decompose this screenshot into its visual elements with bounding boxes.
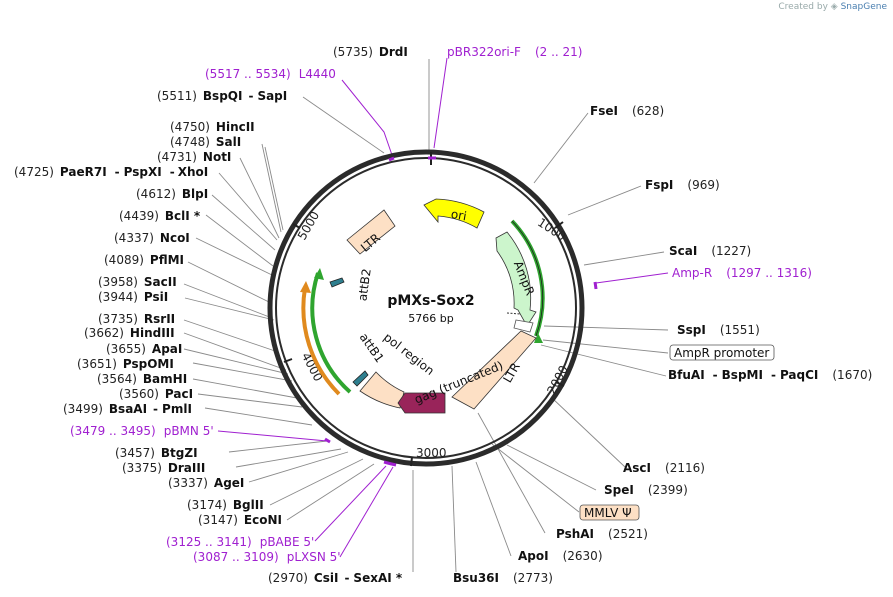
- site-fspi[interactable]: FspI(969): [645, 178, 720, 192]
- site-hincii[interactable]: (4750)HincII: [170, 120, 255, 134]
- primer-mark-pbabe-plxsn: [383, 460, 397, 467]
- attb2-feature: [329, 277, 345, 288]
- site-hindiii[interactable]: (3662)HindIII: [84, 326, 175, 340]
- mmlv-psi-box[interactable]: [579, 504, 640, 521]
- ampr-promoter-label: AmpR promoter: [674, 346, 769, 360]
- site-draiii[interactable]: (3375)DraIII: [122, 461, 205, 475]
- site-paci[interactable]: (3560)PacI: [119, 387, 193, 401]
- primer-leaders: [217, 57, 669, 558]
- attb2-label: attB2: [355, 268, 373, 302]
- mmlv-psi-label: MMLV Ψ: [584, 506, 632, 520]
- site-pspomi[interactable]: (3651)PspOMI: [77, 357, 174, 371]
- ampr-promoter-mark: [513, 319, 534, 333]
- primer-amp-r[interactable]: Amp-R(1297 .. 1316): [672, 266, 812, 280]
- site-noti[interactable]: (4731)NotI: [157, 150, 231, 164]
- ori-feature: [423, 198, 485, 229]
- credit-prefix: Created by: [778, 2, 828, 12]
- orange-arc-arrowhead-icon: [300, 281, 311, 293]
- plasmid-length: 5766 bp: [408, 312, 453, 325]
- site-sacii[interactable]: (3958)SacII: [98, 275, 177, 289]
- site-psii[interactable]: (3944)PsiI: [98, 290, 168, 304]
- tick-5000: [292, 223, 301, 229]
- backbone-inner-strand: [275, 157, 577, 459]
- ltr-left-feature: [346, 209, 396, 255]
- tick-4000: [283, 358, 293, 363]
- site-bspqi-sapi[interactable]: (5511)BspQI-SapI: [157, 89, 287, 103]
- ori-label: ori: [450, 207, 468, 223]
- site-bamhi[interactable]: (3564)BamHI: [97, 372, 187, 386]
- site-ncoi[interactable]: (4337)NcoI: [114, 231, 190, 245]
- att-strand-arc: [310, 272, 352, 394]
- ampr-feature: [495, 231, 537, 327]
- site-paer7i-pspxi-xhoi[interactable]: (4725)PaeR7I-PspXI-XhoI: [14, 165, 208, 179]
- site-fsei[interactable]: FseI(628): [590, 104, 664, 118]
- attb1-feature: [352, 370, 369, 387]
- primer-l4440[interactable]: (5517 .. 5534)L4440: [205, 67, 336, 81]
- site-csii-sexai[interactable]: (2970)CsiI-SexAI *: [268, 571, 403, 585]
- gag-truncated-feature: [397, 392, 446, 414]
- primer-pbr322ori-f[interactable]: pBR322ori-F(2 .. 21): [447, 45, 582, 59]
- site-rsrii[interactable]: (3735)RsrII: [98, 312, 175, 326]
- pol-region-label: pol region: [381, 330, 437, 378]
- pol-region-feature: [359, 371, 405, 409]
- site-pflmi[interactable]: (4089)PflMI: [104, 253, 184, 267]
- site-apai[interactable]: (3655)ApaI: [106, 342, 182, 356]
- tick-3000: [410, 456, 413, 467]
- site-asci[interactable]: AscI(2116): [623, 461, 705, 475]
- primer-pbabe-5[interactable]: (3125 .. 3141)pBABE 5': [166, 535, 314, 549]
- site-bsu36i[interactable]: Bsu36I(2773): [453, 571, 553, 585]
- primer-plxsn-5[interactable]: (3087 .. 3109)pLXSN 5': [193, 550, 341, 564]
- primer-mark-l4440: [388, 156, 395, 162]
- backbone-outer-strand: [267, 149, 585, 467]
- tick-2000: [555, 381, 565, 387]
- site-sspi[interactable]: SspI(1551): [677, 323, 760, 337]
- tick-1000: [554, 221, 564, 229]
- ampr-promoter-box[interactable]: [669, 344, 775, 361]
- attb1-label: attB1: [357, 330, 387, 365]
- site-pshai[interactable]: PshAI(2521): [556, 527, 648, 541]
- site-econi[interactable]: (3147)EcoNI: [198, 513, 282, 527]
- site-spei[interactable]: SpeI(2399): [604, 483, 688, 497]
- orange-strand-arc: [301, 287, 341, 396]
- site-drdi[interactable]: (5735)DrdI: [333, 45, 408, 59]
- ampr-arc-outline: [511, 220, 544, 337]
- att-arc-arrowhead-icon: [314, 268, 324, 280]
- site-bfuai-bspmi-paqci[interactable]: BfuAI-BspMI-PaqCI(1670): [668, 368, 872, 382]
- site-bcli[interactable]: (4439)BclI *: [119, 209, 201, 223]
- ampr-dotted-edge: [506, 312, 521, 315]
- site-bglii[interactable]: (3174)BglII: [187, 498, 264, 512]
- site-sali[interactable]: (4748)SalI: [170, 135, 241, 149]
- site-btgzi[interactable]: (3457)BtgZI: [115, 446, 198, 460]
- primer-pbmn-5[interactable]: (3479 .. 3495)pBMN 5': [70, 424, 214, 438]
- primer-mark-amp-r: [593, 281, 598, 290]
- ampr-arc-arrowhead-icon: [534, 333, 543, 343]
- snapgene-credit: Created by ◈ SnapGene: [778, 2, 887, 12]
- tick-label-3000: 3000: [416, 446, 447, 460]
- leader-lines: [183, 59, 669, 573]
- site-agei[interactable]: (3337)AgeI: [168, 476, 244, 490]
- snapgene-logo-icon: ◈: [830, 2, 838, 12]
- site-bsaai-pmli[interactable]: (3499)BsaAI-PmlI: [63, 402, 192, 416]
- plasmid-name: pMXs-Sox2: [387, 293, 474, 309]
- primer-mark-pbmn: [324, 437, 331, 444]
- site-blpi[interactable]: (4612)BlpI: [136, 187, 208, 201]
- site-apoi[interactable]: ApoI(2630): [518, 549, 603, 563]
- site-scai[interactable]: ScaI(1227): [669, 244, 751, 258]
- credit-brand: SnapGene: [840, 2, 887, 12]
- ltr-right-feature: [451, 330, 537, 410]
